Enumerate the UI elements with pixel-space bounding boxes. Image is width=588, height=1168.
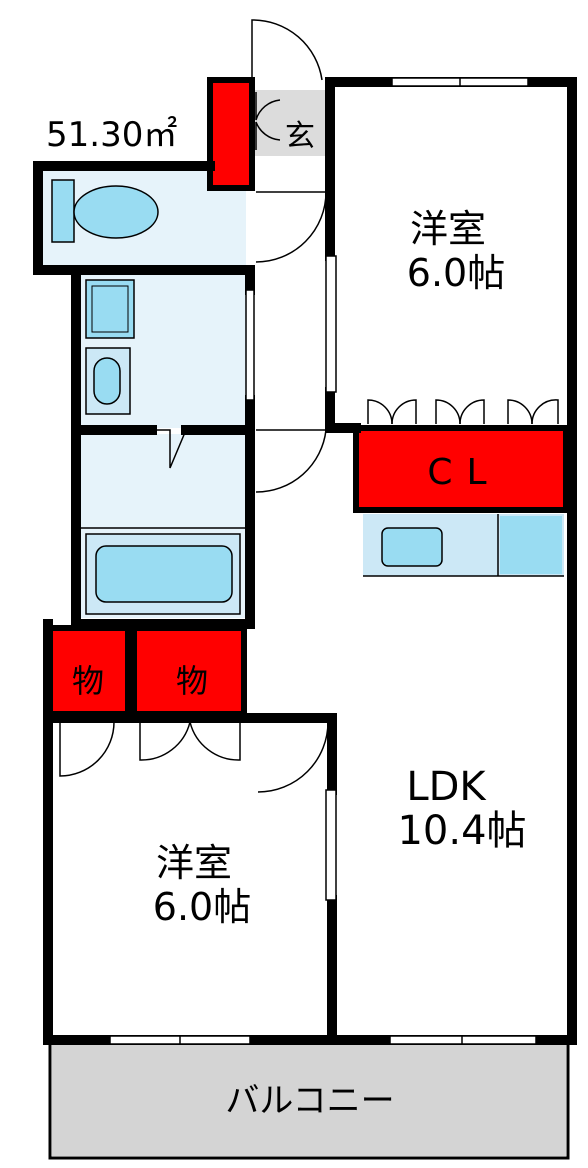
bedroom-top-size: 6.0帖 [407,251,505,295]
bathtub [95,545,233,603]
windows [109,77,537,1045]
toilet-tank [51,179,75,243]
area-label: 51.30㎡ [46,115,177,155]
shoe-storage [207,77,255,191]
sink-basin [93,357,121,405]
storage-left-label: 物 [72,662,104,700]
balcony-outline [48,1040,570,1160]
doors [59,19,559,793]
storage-right-label: 物 [176,662,208,700]
entrance-label: 玄 [285,119,315,154]
stove [381,527,443,567]
balcony-label: バルコニー [225,1081,394,1121]
closet-block [353,425,569,513]
closet-label: CL [427,452,500,493]
ldk-name: LDK [406,764,487,810]
bedroom-top-name: 洋室 [410,207,486,251]
balcony-area [52,1042,566,1156]
laundry-inner [91,285,129,333]
toilet-bowl [73,185,159,239]
entrance-floor [246,90,326,156]
counter-right [500,516,562,574]
ldk-size: 10.4帖 [397,808,526,854]
bedroom-bottom-size: 6.0帖 [153,885,251,929]
bedroom-bottom-name: 洋室 [156,841,232,885]
